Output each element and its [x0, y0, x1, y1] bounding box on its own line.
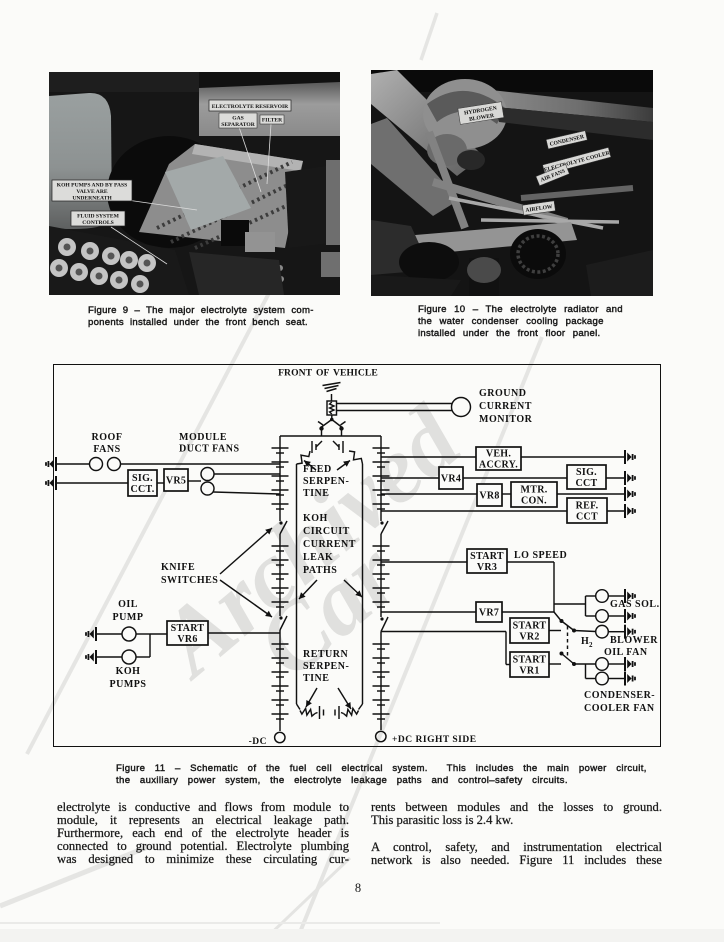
svg-text:FANS: FANS	[93, 444, 120, 455]
svg-text:START: START	[513, 655, 547, 666]
svg-text:OIL FAN: OIL FAN	[604, 647, 648, 658]
svg-text:KOH: KOH	[116, 666, 141, 677]
svg-text:MTR.: MTR.	[520, 485, 547, 496]
svg-text:ELECTROLYTE RESERVOIR: ELECTROLYTE RESERVOIR	[212, 104, 289, 110]
svg-text:PATHS: PATHS	[303, 565, 337, 576]
svg-text:KOH: KOH	[303, 513, 328, 524]
svg-text:KOH PUMPS AND BY PASS: KOH PUMPS AND BY PASS	[57, 183, 128, 189]
svg-text:AIRFLOW: AIRFLOW	[525, 204, 553, 214]
svg-text:MONITOR: MONITOR	[479, 414, 533, 425]
svg-text:HYDROGEN: HYDROGEN	[464, 105, 497, 116]
svg-text:CURRENT: CURRENT	[303, 539, 356, 550]
svg-text:VR4: VR4	[441, 474, 461, 485]
svg-text:CCT: CCT	[575, 478, 597, 489]
svg-text:SIG.: SIG.	[576, 467, 597, 478]
svg-text:VR6: VR6	[177, 634, 197, 645]
svg-text:START: START	[171, 623, 205, 634]
svg-text:SIG.: SIG.	[132, 473, 153, 484]
svg-text:MODULE: MODULE	[179, 432, 227, 443]
svg-text:FRONT OF VEHICLE: FRONT OF VEHICLE	[278, 368, 378, 379]
svg-text:CON.: CON.	[521, 496, 547, 507]
svg-text:BLOWER: BLOWER	[469, 113, 496, 123]
svg-text:OIL: OIL	[118, 599, 138, 610]
svg-text:START: START	[513, 621, 547, 632]
svg-text:-DC: -DC	[249, 737, 267, 747]
svg-text:CONDENSER-: CONDENSER-	[584, 690, 655, 701]
svg-text:TINE: TINE	[303, 488, 329, 499]
svg-text:CIRCUIT: CIRCUIT	[303, 526, 350, 537]
svg-text:ROOF: ROOF	[92, 432, 123, 443]
svg-text:START: START	[470, 551, 504, 562]
svg-text:VEH.: VEH.	[486, 449, 512, 460]
svg-text:RETURN: RETURN	[303, 649, 349, 660]
svg-text:TINE: TINE	[303, 673, 329, 684]
svg-text:ACCRY.: ACCRY.	[479, 460, 518, 471]
svg-text:SERPEN-: SERPEN-	[303, 476, 349, 487]
svg-text:2: 2	[589, 641, 593, 649]
svg-text:COOLER FAN: COOLER FAN	[584, 703, 655, 714]
svg-text:VALVE ARE: VALVE ARE	[76, 189, 108, 195]
svg-text:DUCT FANS: DUCT FANS	[179, 444, 240, 455]
svg-text:FILTER: FILTER	[262, 118, 283, 124]
svg-text:VR7: VR7	[479, 608, 499, 619]
svg-text:VR5: VR5	[166, 476, 186, 487]
svg-text:LEAK: LEAK	[303, 552, 333, 563]
svg-text:PUMP: PUMP	[113, 612, 144, 623]
svg-text:GAS SOL.: GAS SOL.	[610, 599, 660, 610]
svg-text:+DC RIGHT SIDE: +DC RIGHT SIDE	[392, 735, 477, 745]
svg-text:BLOWER: BLOWER	[610, 635, 658, 646]
svg-text:UNDERNEATH: UNDERNEATH	[72, 196, 112, 202]
svg-text:REF.: REF.	[576, 501, 599, 512]
svg-text:SERPEN-: SERPEN-	[303, 661, 349, 672]
svg-text:PUMPS: PUMPS	[110, 679, 147, 690]
svg-text:VR3: VR3	[477, 562, 497, 573]
svg-text:SWITCHES: SWITCHES	[161, 575, 218, 586]
svg-text:KNIFE: KNIFE	[161, 562, 195, 573]
svg-text:LO SPEED: LO SPEED	[514, 550, 567, 561]
svg-text:CCT.: CCT.	[130, 484, 154, 495]
svg-text:CURRENT: CURRENT	[479, 401, 532, 412]
svg-text:FLUID SYSTEM: FLUID SYSTEM	[77, 214, 120, 220]
svg-text:FEED: FEED	[303, 464, 332, 475]
svg-text:VR2: VR2	[519, 632, 539, 643]
svg-text:GROUND: GROUND	[479, 388, 526, 399]
svg-text:VR8: VR8	[479, 491, 499, 502]
svg-text:VR1: VR1	[519, 666, 539, 677]
svg-text:CCT: CCT	[576, 512, 598, 523]
svg-text:SEPARATOR: SEPARATOR	[221, 122, 256, 128]
svg-text:CONTROLS: CONTROLS	[82, 220, 113, 226]
svg-text:H: H	[581, 636, 589, 647]
svg-text:GAS: GAS	[232, 116, 244, 122]
